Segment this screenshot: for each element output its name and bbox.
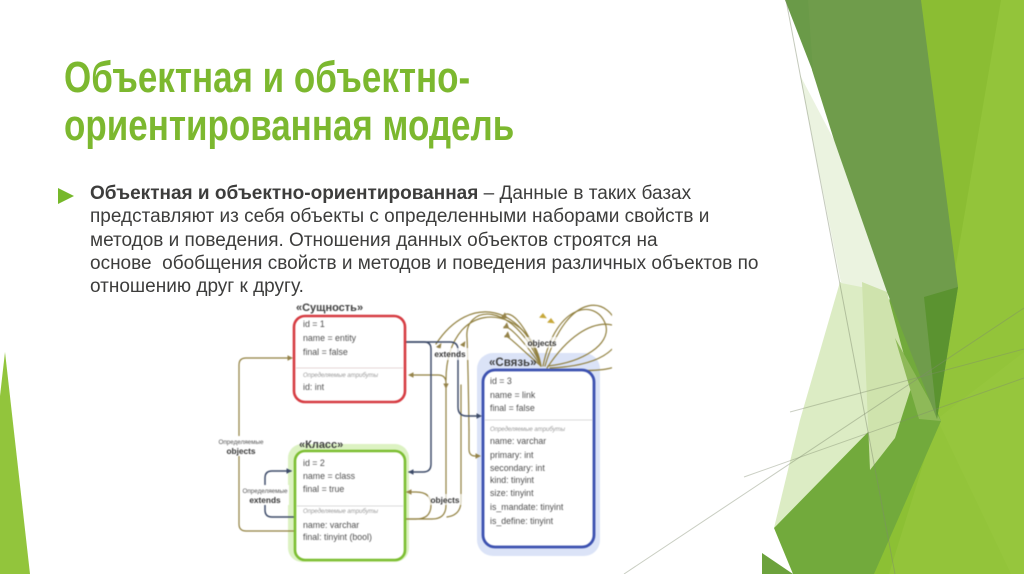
svg-text:Определяемые атрибуты: Определяемые атрибуты [303,509,379,515]
svg-text:is_define: tinyint: is_define: tinyint [490,516,554,526]
svg-text:Определяемые атрибуты: Определяемые атрибуты [303,373,379,379]
svg-text:name = link: name = link [490,390,536,400]
svg-text:id = 2: id = 2 [303,458,325,468]
svg-text:is_mandate: tinyint: is_mandate: tinyint [490,502,564,512]
svg-text:extends: extends [434,349,466,359]
svg-text:id = 1: id = 1 [303,319,325,329]
svg-text:objects: objects [430,495,459,505]
svg-text:kind: tinyint: kind: tinyint [490,475,535,485]
svg-text:final = true: final = true [303,484,344,494]
svg-text:«Сущность»: «Сущность» [296,302,363,314]
svg-text:size: tinyint: size: tinyint [490,488,534,498]
svg-text:«Класс»: «Класс» [299,439,343,451]
svg-text:Определяемые: Определяемые [242,488,288,495]
svg-text:primary: int: primary: int [490,450,534,460]
svg-text:name: varchar: name: varchar [303,520,359,530]
svg-text:id = 3: id = 3 [490,376,512,386]
svg-text:Определяемые атрибуты: Определяемые атрибуты [490,427,566,433]
svg-text:final = false: final = false [303,347,348,357]
svg-text:«Связь»: «Связь» [489,357,537,369]
svg-text:secondary: int: secondary: int [490,463,545,473]
svg-text:Определяемые: Определяемые [218,439,264,446]
svg-text:final = false: final = false [490,403,535,413]
svg-text:id: int: id: int [303,382,325,392]
svg-text:name = class: name = class [303,471,356,481]
svg-text:final: tinyint (bool): final: tinyint (bool) [303,532,372,542]
svg-text:extends: extends [249,495,281,505]
svg-text:objects: objects [226,446,255,456]
svg-text:name: varchar: name: varchar [490,436,546,446]
svg-text:objects: objects [527,338,556,348]
svg-text:name = entity: name = entity [303,333,357,343]
